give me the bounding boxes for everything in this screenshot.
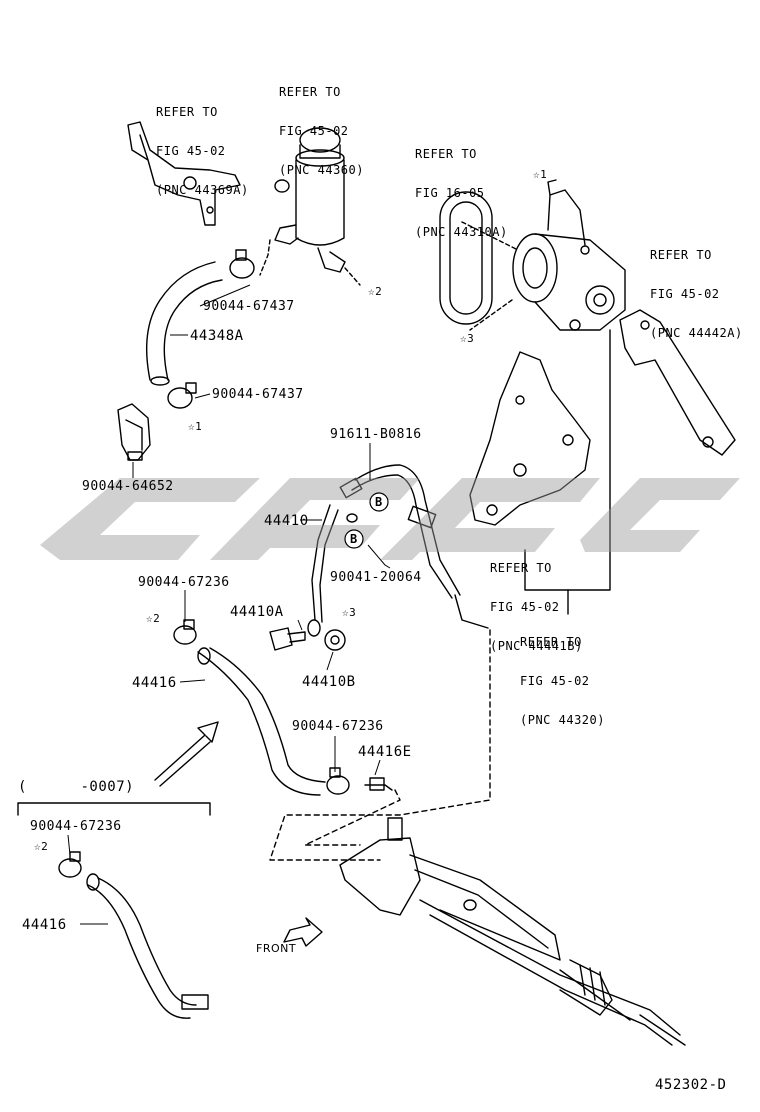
steering-rack-drawing	[339, 817, 686, 1046]
part-label: 44416E	[358, 744, 412, 760]
return-hose-inset-drawing	[58, 851, 209, 1019]
ref-line: (PNC 44369A)	[156, 183, 249, 197]
bracket-44442a-drawing	[619, 309, 736, 456]
reservoir-drawing	[274, 127, 346, 273]
clip-drawing	[117, 403, 151, 461]
pipe-44416e-drawing	[364, 777, 393, 791]
star-marker: ☆3	[460, 332, 475, 345]
figure-code: 452302-D	[655, 1077, 727, 1093]
ref-line: REFER TO	[650, 248, 712, 262]
ref-line: FIG 45-02	[279, 124, 349, 138]
part-label: 44416	[132, 675, 177, 691]
union-bolt-drawing	[269, 619, 321, 651]
nut-44410b-drawing	[324, 629, 346, 651]
ref-line: FIG 45-02	[490, 600, 560, 614]
ref-line: (PNC 44310A)	[415, 225, 508, 239]
range-note: ( -0007)	[18, 779, 135, 795]
hose-44348a-drawing	[146, 261, 223, 386]
ref-44442a: REFER TO FIG 45-02 (PNC 44442A)	[650, 223, 743, 353]
part-label: 90044-67236	[292, 719, 384, 734]
part-label: 44410B	[302, 674, 356, 690]
part-label: 90044-67437	[203, 299, 295, 314]
ref-44310a: REFER TO FIG 16-05 (PNC 44310A)	[415, 122, 508, 252]
star-marker: ☆2	[34, 840, 49, 853]
ref-line: FIG 16-05	[415, 186, 485, 200]
ref-line: REFER TO	[415, 147, 477, 161]
pump-drawing	[512, 179, 626, 331]
clamp-lower-drawing	[167, 382, 197, 409]
part-label: 90041-20064	[330, 570, 422, 585]
part-label: 91611-B0816	[330, 427, 422, 442]
star-marker: ☆2	[368, 285, 383, 298]
star-marker: ☆2	[146, 612, 161, 625]
ref-line: REFER TO	[520, 635, 582, 649]
bracket-44369a-drawing	[127, 121, 241, 226]
callout-circle	[344, 529, 364, 549]
ref-line: FIG 45-02	[650, 287, 720, 301]
part-label: 90044-67236	[30, 819, 122, 834]
part-label: 44410A	[230, 604, 284, 620]
part-label: 90044-67236	[138, 575, 230, 590]
star-marker: ☆1	[188, 420, 203, 433]
return-hose-upper-drawing	[197, 647, 326, 796]
part-label: 44416	[22, 917, 67, 933]
ref-line: (PNC 44442A)	[650, 326, 743, 340]
ref-44441b: REFER TO FIG 45-02 (PNC 44441B)	[490, 536, 583, 666]
part-label: 44410	[264, 513, 309, 529]
bracket-44441b-drawing	[469, 351, 591, 526]
front-label: FRONT	[256, 942, 297, 955]
part-label: 90044-64652	[82, 479, 174, 494]
drive-belt-drawing	[439, 191, 493, 325]
part-label: 90044-67437	[212, 387, 304, 402]
ref-line: FIG 45-02	[156, 144, 226, 158]
ref-line: (PNC 44320)	[520, 713, 605, 727]
ref-44360: REFER TO FIG 45-02 (PNC 44360)	[279, 60, 364, 190]
star-marker: ☆1	[533, 168, 548, 181]
ref-44320: REFER TO FIG 45-02 (PNC 44320)	[520, 610, 605, 740]
ref-line: REFER TO	[156, 105, 218, 119]
ref-line: (PNC 44360)	[279, 163, 364, 177]
clamp-upper-drawing	[229, 249, 255, 279]
ref-line: (PNC 44441B)	[490, 639, 583, 653]
callout-b: B	[375, 495, 383, 509]
ref-line: REFER TO	[279, 85, 341, 99]
part-label: 44348A	[190, 328, 244, 344]
callout-circle	[369, 492, 389, 512]
ref-44369a: REFER TO FIG 45-02 (PNC 44369A)	[156, 80, 249, 210]
ref-line: REFER TO	[490, 561, 552, 575]
ref-line: FIG 45-02	[520, 674, 590, 688]
callout-b: B	[350, 532, 358, 546]
star-marker: ☆3	[342, 606, 357, 619]
